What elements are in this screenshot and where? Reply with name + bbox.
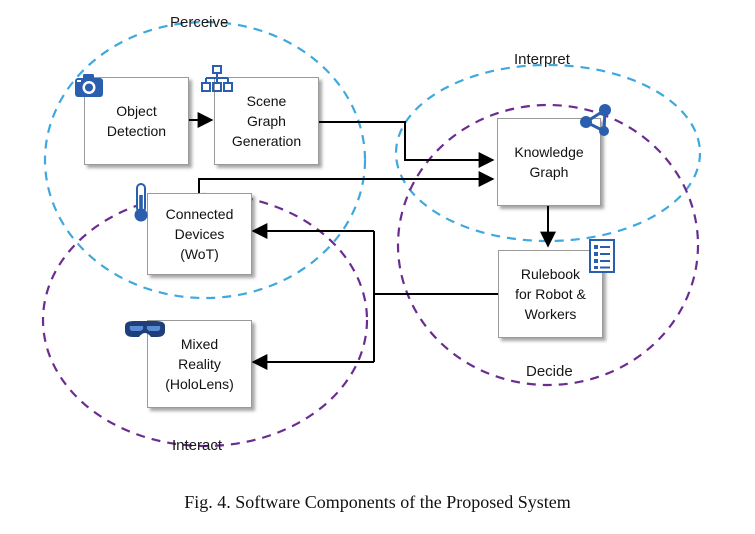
scene-graph-line1: Scene: [246, 93, 287, 109]
knowledge-graph-line1: Knowledge: [514, 144, 584, 160]
checklist-icon: [589, 239, 615, 273]
decide-region: [396, 103, 700, 387]
decide-label: Decide: [526, 363, 573, 380]
scene-graph-line2: Graph: [247, 113, 286, 129]
perceive-region: [43, 20, 367, 300]
perceive-label: Perceive: [170, 14, 229, 31]
arrow-scene-to-knowledge: [318, 121, 495, 168]
figure-caption: Fig. 4. Software Components of the Propo…: [184, 492, 571, 512]
rulebook-box: Rulebook for Robot & Workers: [498, 250, 603, 338]
camera-icon: [75, 74, 103, 97]
connected-devices-line3: (WoT): [180, 246, 219, 262]
arrow-devices-to-knowledge: [198, 171, 495, 193]
object-detection-line2: Detection: [106, 123, 167, 139]
connected-devices-line1: Connected: [165, 206, 234, 222]
mixed-reality-line2: Reality: [178, 356, 221, 372]
mixed-reality-line1: Mixed: [180, 336, 219, 352]
thermometer-icon: [134, 183, 148, 222]
vr-headset-icon: [125, 321, 165, 337]
interpret-region: [394, 63, 702, 243]
network-icon: [580, 104, 611, 136]
object-detection-line1: Object: [116, 103, 157, 119]
mixed-reality-line3: (HoloLens): [165, 376, 234, 392]
rulebook-line1: Rulebook: [520, 266, 581, 282]
connected-devices-line2: Devices: [174, 226, 225, 242]
interact-label: Interact: [172, 437, 223, 454]
scene-graph-line3: Generation: [231, 133, 302, 149]
knowledge-graph-line2: Graph: [529, 164, 569, 180]
interpret-label: Interpret: [514, 51, 570, 68]
rulebook-line3: Workers: [524, 306, 577, 322]
hierarchy-icon: [201, 65, 233, 92]
rulebook-line2: for Robot &: [515, 286, 586, 302]
